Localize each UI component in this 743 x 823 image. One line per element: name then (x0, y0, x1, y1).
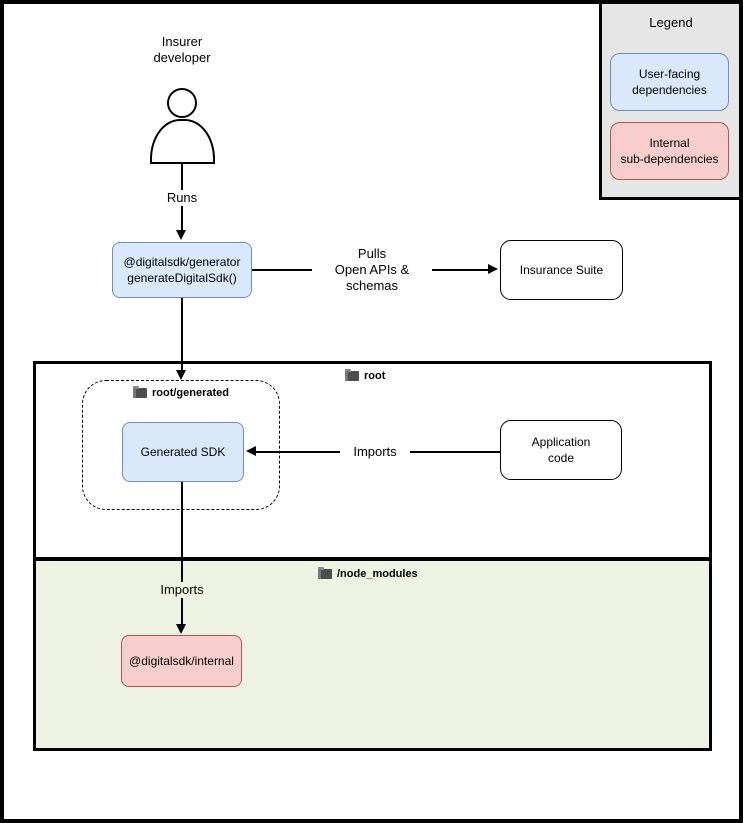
arrow-head-down-icon (176, 370, 186, 380)
root-generated-folder-label: root/generated (82, 385, 280, 399)
arrow-head-down-icon (176, 624, 186, 634)
folder-icon (132, 385, 147, 398)
folder-icon (318, 566, 332, 579)
node-generator: @digitalsdk/generator generateDigitalSdk… (112, 242, 252, 298)
node-insurance-suite: Insurance Suite (500, 240, 623, 300)
person-icon (167, 88, 197, 118)
legend-panel: Legend User-facing dependencies Internal… (599, 0, 743, 200)
root-generated-folder-label-text: root/generated (151, 387, 229, 399)
arrow-line-imports-internal (181, 482, 183, 625)
node-application-code: Application code (500, 420, 622, 480)
edge-label-imports-internal: Imports (147, 582, 217, 598)
arrow-line-generates (181, 298, 183, 372)
node-modules-folder-label: /node_modules (318, 566, 418, 580)
arrow-head-right-icon (488, 264, 498, 274)
node-modules-folder-label-text: /node_modules (337, 568, 418, 580)
actor-label: Insurer developer (153, 34, 211, 65)
node-digitalsdk-internal: @digitalsdk/internal (121, 635, 242, 687)
legend-user-facing-swatch: User-facing dependencies (610, 53, 729, 111)
legend-internal-swatch: Internal sub-dependencies (610, 122, 729, 180)
edge-label-runs: Runs (157, 190, 207, 206)
root-folder-label: root (345, 368, 386, 382)
person-icon-body (150, 119, 215, 164)
edge-label-pulls: Pulls Open APIs & schemas (312, 246, 432, 294)
folder-icon (345, 368, 359, 381)
edge-label-imports-app: Imports (340, 444, 410, 460)
legend-title: Legend (649, 15, 693, 30)
root-folder-label-text: root (364, 370, 386, 382)
node-generated-sdk: Generated SDK (122, 422, 244, 482)
arrow-head-down-icon (176, 230, 186, 240)
arrow-head-left-icon (246, 446, 256, 456)
